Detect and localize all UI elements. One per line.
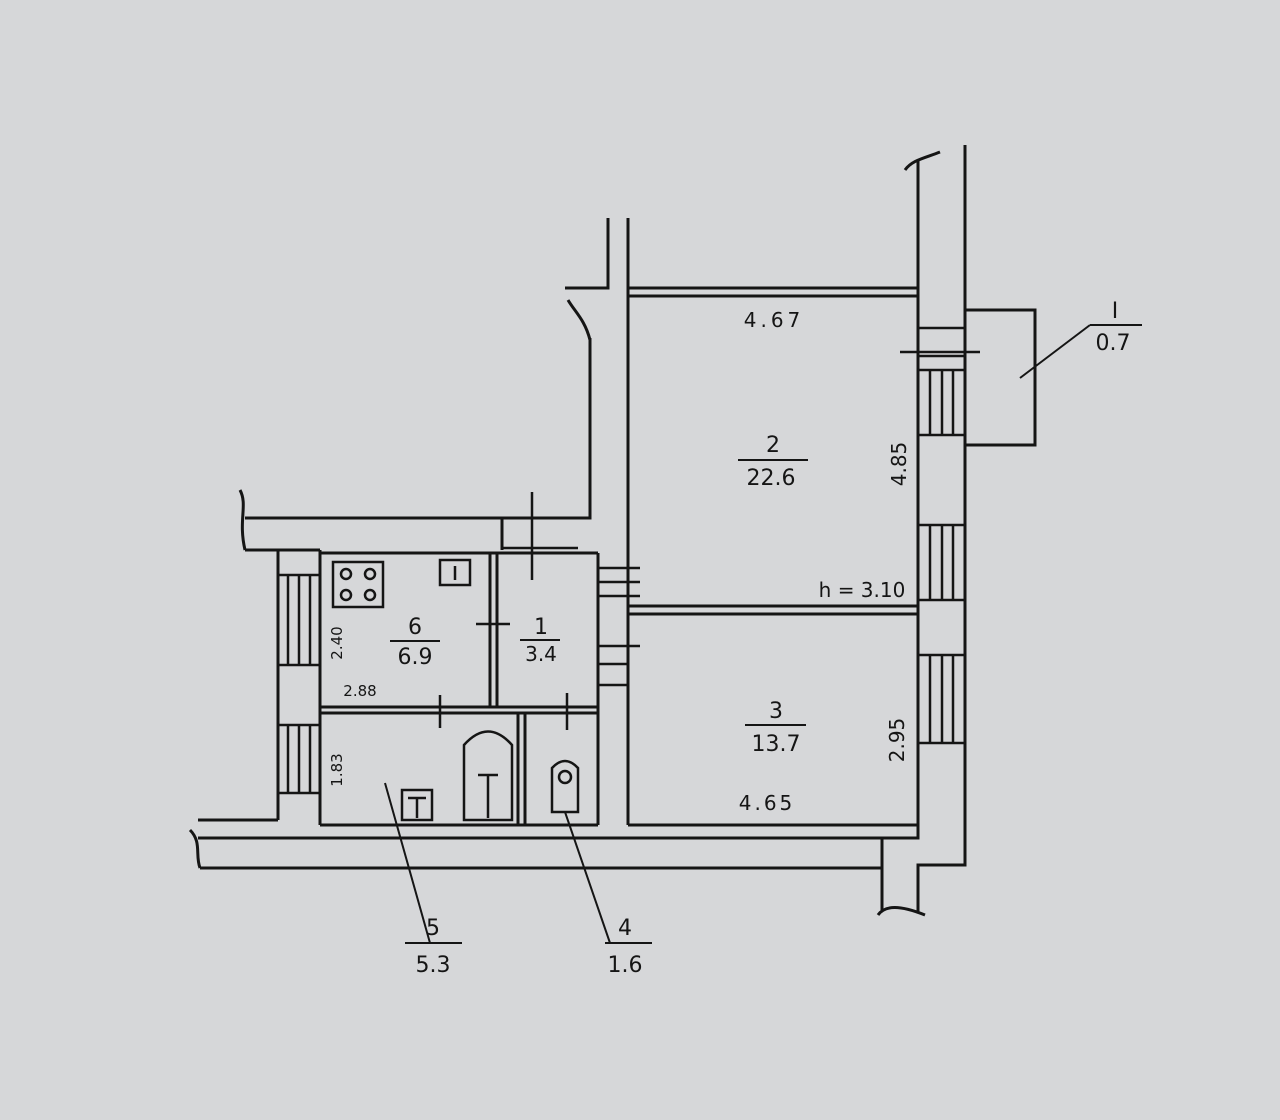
room-4-number: 4 [618, 916, 632, 941]
dim-bath-height: 1.83 [328, 753, 346, 786]
room-4: 4 1.6 [608, 916, 643, 978]
room-2: 2 22.6 [747, 433, 796, 491]
room-2-number: 2 [766, 433, 780, 458]
room-6-number: 6 [408, 615, 422, 640]
room-1-number: 1 [534, 615, 548, 640]
room-fraction-bars [390, 459, 808, 726]
ceiling-height: h = 3.10 [819, 578, 906, 602]
room-1: 1 3.4 [525, 615, 557, 666]
room-5-number: 5 [426, 916, 440, 941]
fixtures [331, 558, 580, 822]
room-1-area: 3.4 [525, 642, 557, 666]
bathtub-icon [462, 730, 514, 822]
dim-room3-height: 2.95 [885, 718, 909, 763]
dim-kitchen-height: 2.40 [328, 626, 346, 659]
dim-room2-height: 4.85 [887, 442, 911, 487]
room-2-area: 22.6 [747, 466, 796, 491]
dim-room2-width: 4.67 [744, 308, 805, 332]
room-6: 6 6.9 [398, 615, 433, 670]
dim-room3-width: 4.65 [739, 791, 796, 815]
room-6-area: 6.9 [398, 645, 433, 670]
room-3-number: 3 [769, 699, 783, 724]
dim-kitchen-width: 2.88 [343, 682, 376, 700]
toilet-icon [550, 759, 580, 814]
windows-doors [276, 326, 980, 795]
room-5: 5 5.3 [416, 916, 451, 978]
room-balcony: I 0.7 [1096, 299, 1131, 356]
walls [188, 145, 1037, 917]
sink-icon [438, 558, 472, 587]
balcony-area: 0.7 [1096, 331, 1131, 356]
balcony-number: I [1112, 299, 1119, 324]
leader-lines [384, 324, 1142, 944]
room-3: 3 13.7 [752, 699, 801, 757]
room-3-area: 13.7 [752, 732, 801, 757]
room-4-area: 1.6 [608, 953, 643, 978]
room-5-area: 5.3 [416, 953, 451, 978]
dimensions: 4.67 4.85 4.65 2.95 h = 3.10 2.88 2.40 1… [328, 308, 911, 815]
washbasin-icon [400, 788, 434, 822]
stove-icon [331, 560, 385, 609]
